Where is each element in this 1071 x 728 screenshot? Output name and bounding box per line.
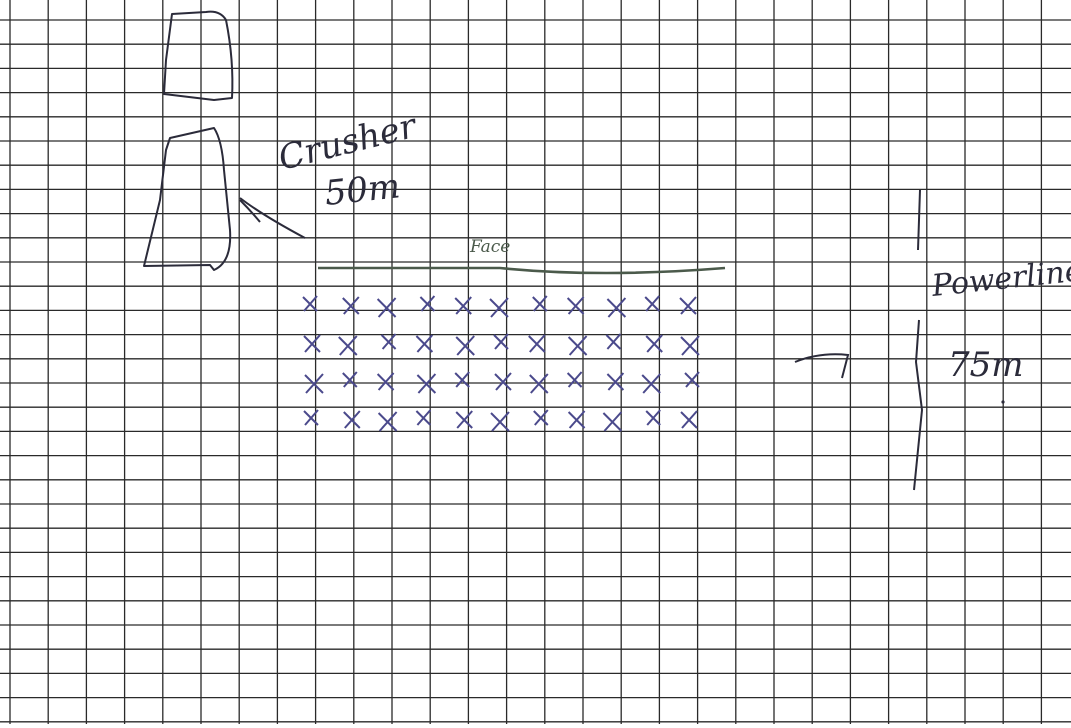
crusher-distance-label: 50m <box>323 166 402 214</box>
powerline-distance-label: 75m <box>948 345 1024 385</box>
ink-dot <box>1001 400 1004 403</box>
face-label: Face <box>469 237 510 257</box>
